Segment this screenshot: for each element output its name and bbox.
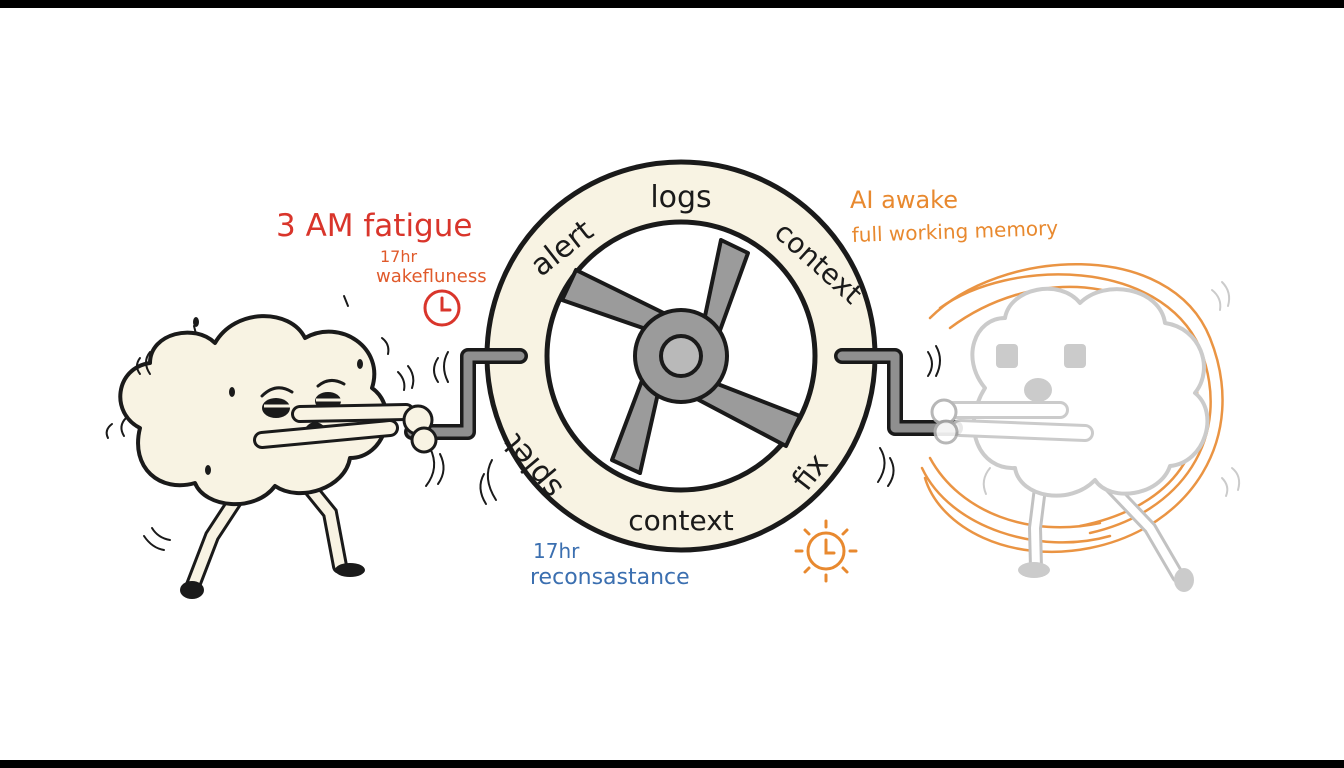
sun-clock-icon	[794, 519, 858, 583]
wakefulness-hours: 17hr	[380, 247, 418, 266]
wheel-motion-lines	[425, 345, 941, 505]
bottom-hours: 17hr	[533, 539, 580, 563]
clock-icon	[423, 289, 461, 327]
tired-brain-character	[105, 295, 438, 599]
wakefulness-label: wakefluness	[376, 266, 487, 287]
illustration: logs alert context splet fix context	[105, 159, 1241, 599]
illustration-canvas: logs alert context splet fix context	[0, 8, 1344, 760]
right-crank-handle	[834, 348, 963, 436]
wheel-word-logs: logs	[650, 180, 711, 215]
context-wheel: logs alert context splet fix context	[484, 159, 878, 553]
ai-awake-subtitle: full working memory	[851, 216, 1058, 247]
fatigue-title: 3 AM fatigue	[276, 208, 472, 244]
ai-brain-character	[920, 263, 1241, 592]
ai-awake-title: AI awake	[850, 186, 958, 214]
wheel-word-context-bottom: context	[628, 504, 734, 537]
left-crank-handle	[404, 348, 528, 440]
bottom-word: reconsastance	[530, 565, 690, 590]
